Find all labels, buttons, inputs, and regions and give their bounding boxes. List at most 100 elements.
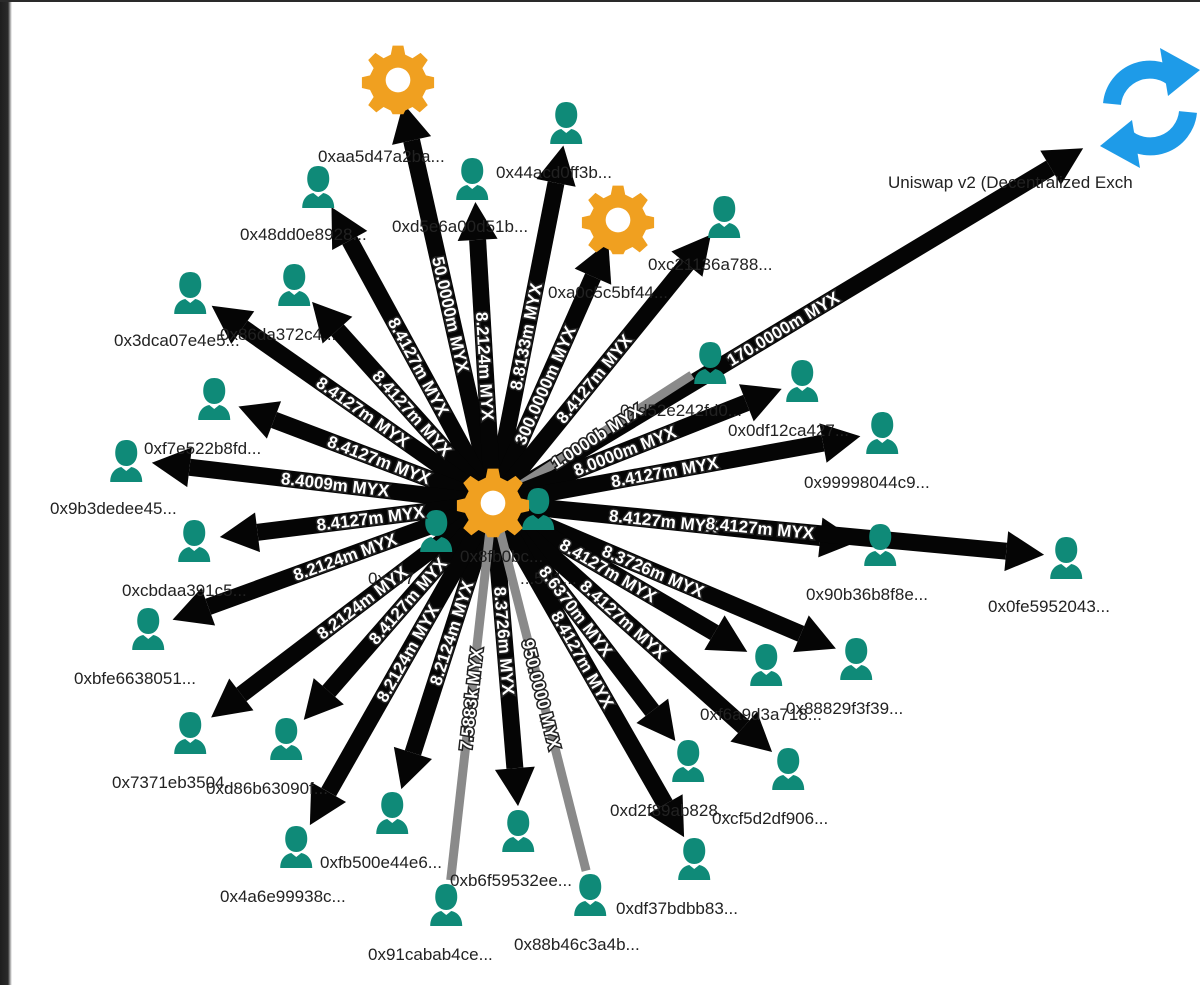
edge-label: 7.5883k MYX	[456, 646, 486, 751]
node-d86[interactable]: 0xd86b63090f...	[206, 718, 328, 798]
edge-f7e[interactable]	[238, 401, 497, 511]
edge-arrowhead	[636, 698, 676, 741]
edge-0fe[interactable]	[492, 494, 1045, 572]
edge-arrowhead	[211, 305, 255, 344]
node-3dc[interactable]: 0x3dca07e4e5...	[114, 272, 240, 350]
person-icon	[456, 158, 489, 200]
edge-arrowhead	[1004, 531, 1045, 572]
edge-df3[interactable]	[485, 498, 685, 838]
node-d52[interactable]: 0xd52e242fd0...	[620, 342, 742, 420]
edge-c21[interactable]	[486, 234, 711, 509]
edge-arrowhead	[819, 423, 861, 463]
node-44a[interactable]: 0x44acd0ff3b...	[496, 102, 612, 182]
node-9b3[interactable]: 0x9b3dedee45...	[50, 440, 177, 518]
edge-91c[interactable]	[446, 502, 498, 881]
edge-999[interactable]	[491, 423, 861, 512]
node-88b[interactable]: 0x88b46c3a4b...	[514, 874, 640, 954]
node-48d[interactable]: 0x48dd0e8928...	[240, 166, 367, 244]
exchange-refresh-icon	[1100, 48, 1200, 168]
person-icon	[430, 884, 463, 926]
edge-44a[interactable]	[484, 145, 576, 505]
edge-shaft	[404, 500, 502, 756]
person-icon	[772, 748, 805, 790]
edge-arrowhead	[738, 384, 782, 422]
person-icon	[280, 826, 313, 868]
node-label: 0xcbdaa391c5...	[122, 581, 247, 600]
edge-a0c[interactable]	[485, 241, 612, 507]
node-4a6[interactable]: 0x4a6e99938c...	[220, 826, 346, 906]
node-cf5[interactable]: 0xcf5d2df906...	[712, 748, 828, 828]
hub-person-label: 0xe97...	[368, 569, 429, 588]
node-label: 0x4a6e99938c...	[220, 887, 346, 906]
edge-arrowhead	[151, 447, 192, 488]
node-d2f[interactable]: 0xd2f89ab828...	[610, 740, 732, 820]
edge-48d[interactable]	[331, 207, 501, 508]
person-icon	[132, 608, 165, 650]
edge-b6f[interactable]	[484, 502, 535, 807]
node-f7e[interactable]: 0xf7e522b8fd...	[144, 378, 261, 458]
edge-arrowhead	[793, 615, 836, 653]
node-label: 0xfb500e44e6...	[320, 853, 442, 872]
node-a0c[interactable]: 0xa0c5c5bf44...	[548, 185, 668, 302]
node-91c[interactable]: 0x91cabab4ce...	[368, 884, 493, 964]
node-bfe[interactable]: 0xbfe6638051...	[74, 608, 196, 688]
edge-shaft	[485, 273, 601, 507]
edge-0df[interactable]	[489, 384, 782, 511]
gear-icon	[581, 185, 655, 255]
edge-arrowhead	[331, 207, 368, 251]
node-999[interactable]: 0x99998044c9...	[804, 412, 930, 492]
person-icon	[678, 838, 711, 880]
node-86d[interactable]: 0x86da372c4...	[220, 264, 336, 344]
node-90b[interactable]: 0x90b36b8f8e...	[806, 524, 928, 604]
edge-9b3[interactable]	[151, 447, 494, 512]
gear-icon	[361, 45, 435, 115]
node-f6a[interactable]: 0xf6a9d3a718...	[700, 644, 822, 724]
edge-fb5[interactable]	[393, 500, 502, 790]
node-b6f[interactable]: 0xb6f59532ee...	[450, 810, 572, 890]
person-icon	[376, 792, 409, 834]
edge-shaft	[484, 502, 524, 769]
person-icon	[502, 810, 535, 852]
node-label: 0x86da372c4...	[220, 325, 336, 344]
person-icon	[866, 412, 899, 454]
edge-86d[interactable]	[312, 301, 500, 509]
refresh-arrowhead	[1160, 48, 1200, 96]
edge-shaft	[484, 181, 565, 505]
node-d5e[interactable]: 0xd5e6a00d51b...	[392, 158, 528, 236]
node-cbd[interactable]: 0xcbdaa391c5...	[122, 520, 247, 600]
edge-cbd[interactable]	[219, 494, 495, 553]
edge-arrowhead	[172, 587, 216, 626]
edge-d5e[interactable]	[457, 201, 502, 504]
edge-shaft	[489, 394, 750, 511]
node-fb5[interactable]: 0xfb500e44e6...	[320, 792, 442, 872]
node-0fe[interactable]: 0x0fe5952043...	[988, 537, 1110, 616]
node-df3[interactable]: 0xdf37bdbb83...	[616, 838, 738, 918]
hub-node[interactable]: 0x8fb0bc...0xe97......501...	[368, 468, 577, 588]
edge-3dc[interactable]	[211, 305, 498, 510]
node-aa5[interactable]: 0xaa5d47a2ba...	[318, 45, 445, 166]
person-icon	[270, 718, 303, 760]
edge-88b[interactable]	[488, 501, 591, 872]
edge-shaft	[270, 412, 497, 511]
person-icon	[840, 638, 873, 680]
node-c21[interactable]: 0xc21136a788...	[648, 196, 772, 274]
person-icon	[302, 166, 335, 208]
edge-arrowhead	[303, 678, 344, 720]
edge-cf5[interactable]	[487, 496, 773, 753]
edge-arrowhead	[238, 401, 282, 439]
edge-shaft	[256, 494, 495, 541]
node-label: Uniswap v2 (Decentralized Exch	[888, 173, 1133, 192]
edge-arrowhead	[671, 234, 711, 277]
edge-arrowhead	[730, 711, 773, 753]
refresh-arrowhead	[1100, 120, 1140, 168]
node-uniswap[interactable]: Uniswap v2 (Decentralized Exch	[888, 48, 1200, 192]
edge-4a6[interactable]	[309, 498, 501, 826]
person-icon	[174, 272, 207, 314]
node-737[interactable]: 0x7371eb3504...	[112, 712, 239, 792]
person-icon	[750, 644, 783, 686]
person-icon	[672, 740, 705, 782]
node-888[interactable]: 0x88829f3f39...	[786, 638, 903, 718]
node-0df[interactable]: 0x0df12ca427...	[728, 360, 849, 440]
edge-737[interactable]	[211, 496, 499, 718]
